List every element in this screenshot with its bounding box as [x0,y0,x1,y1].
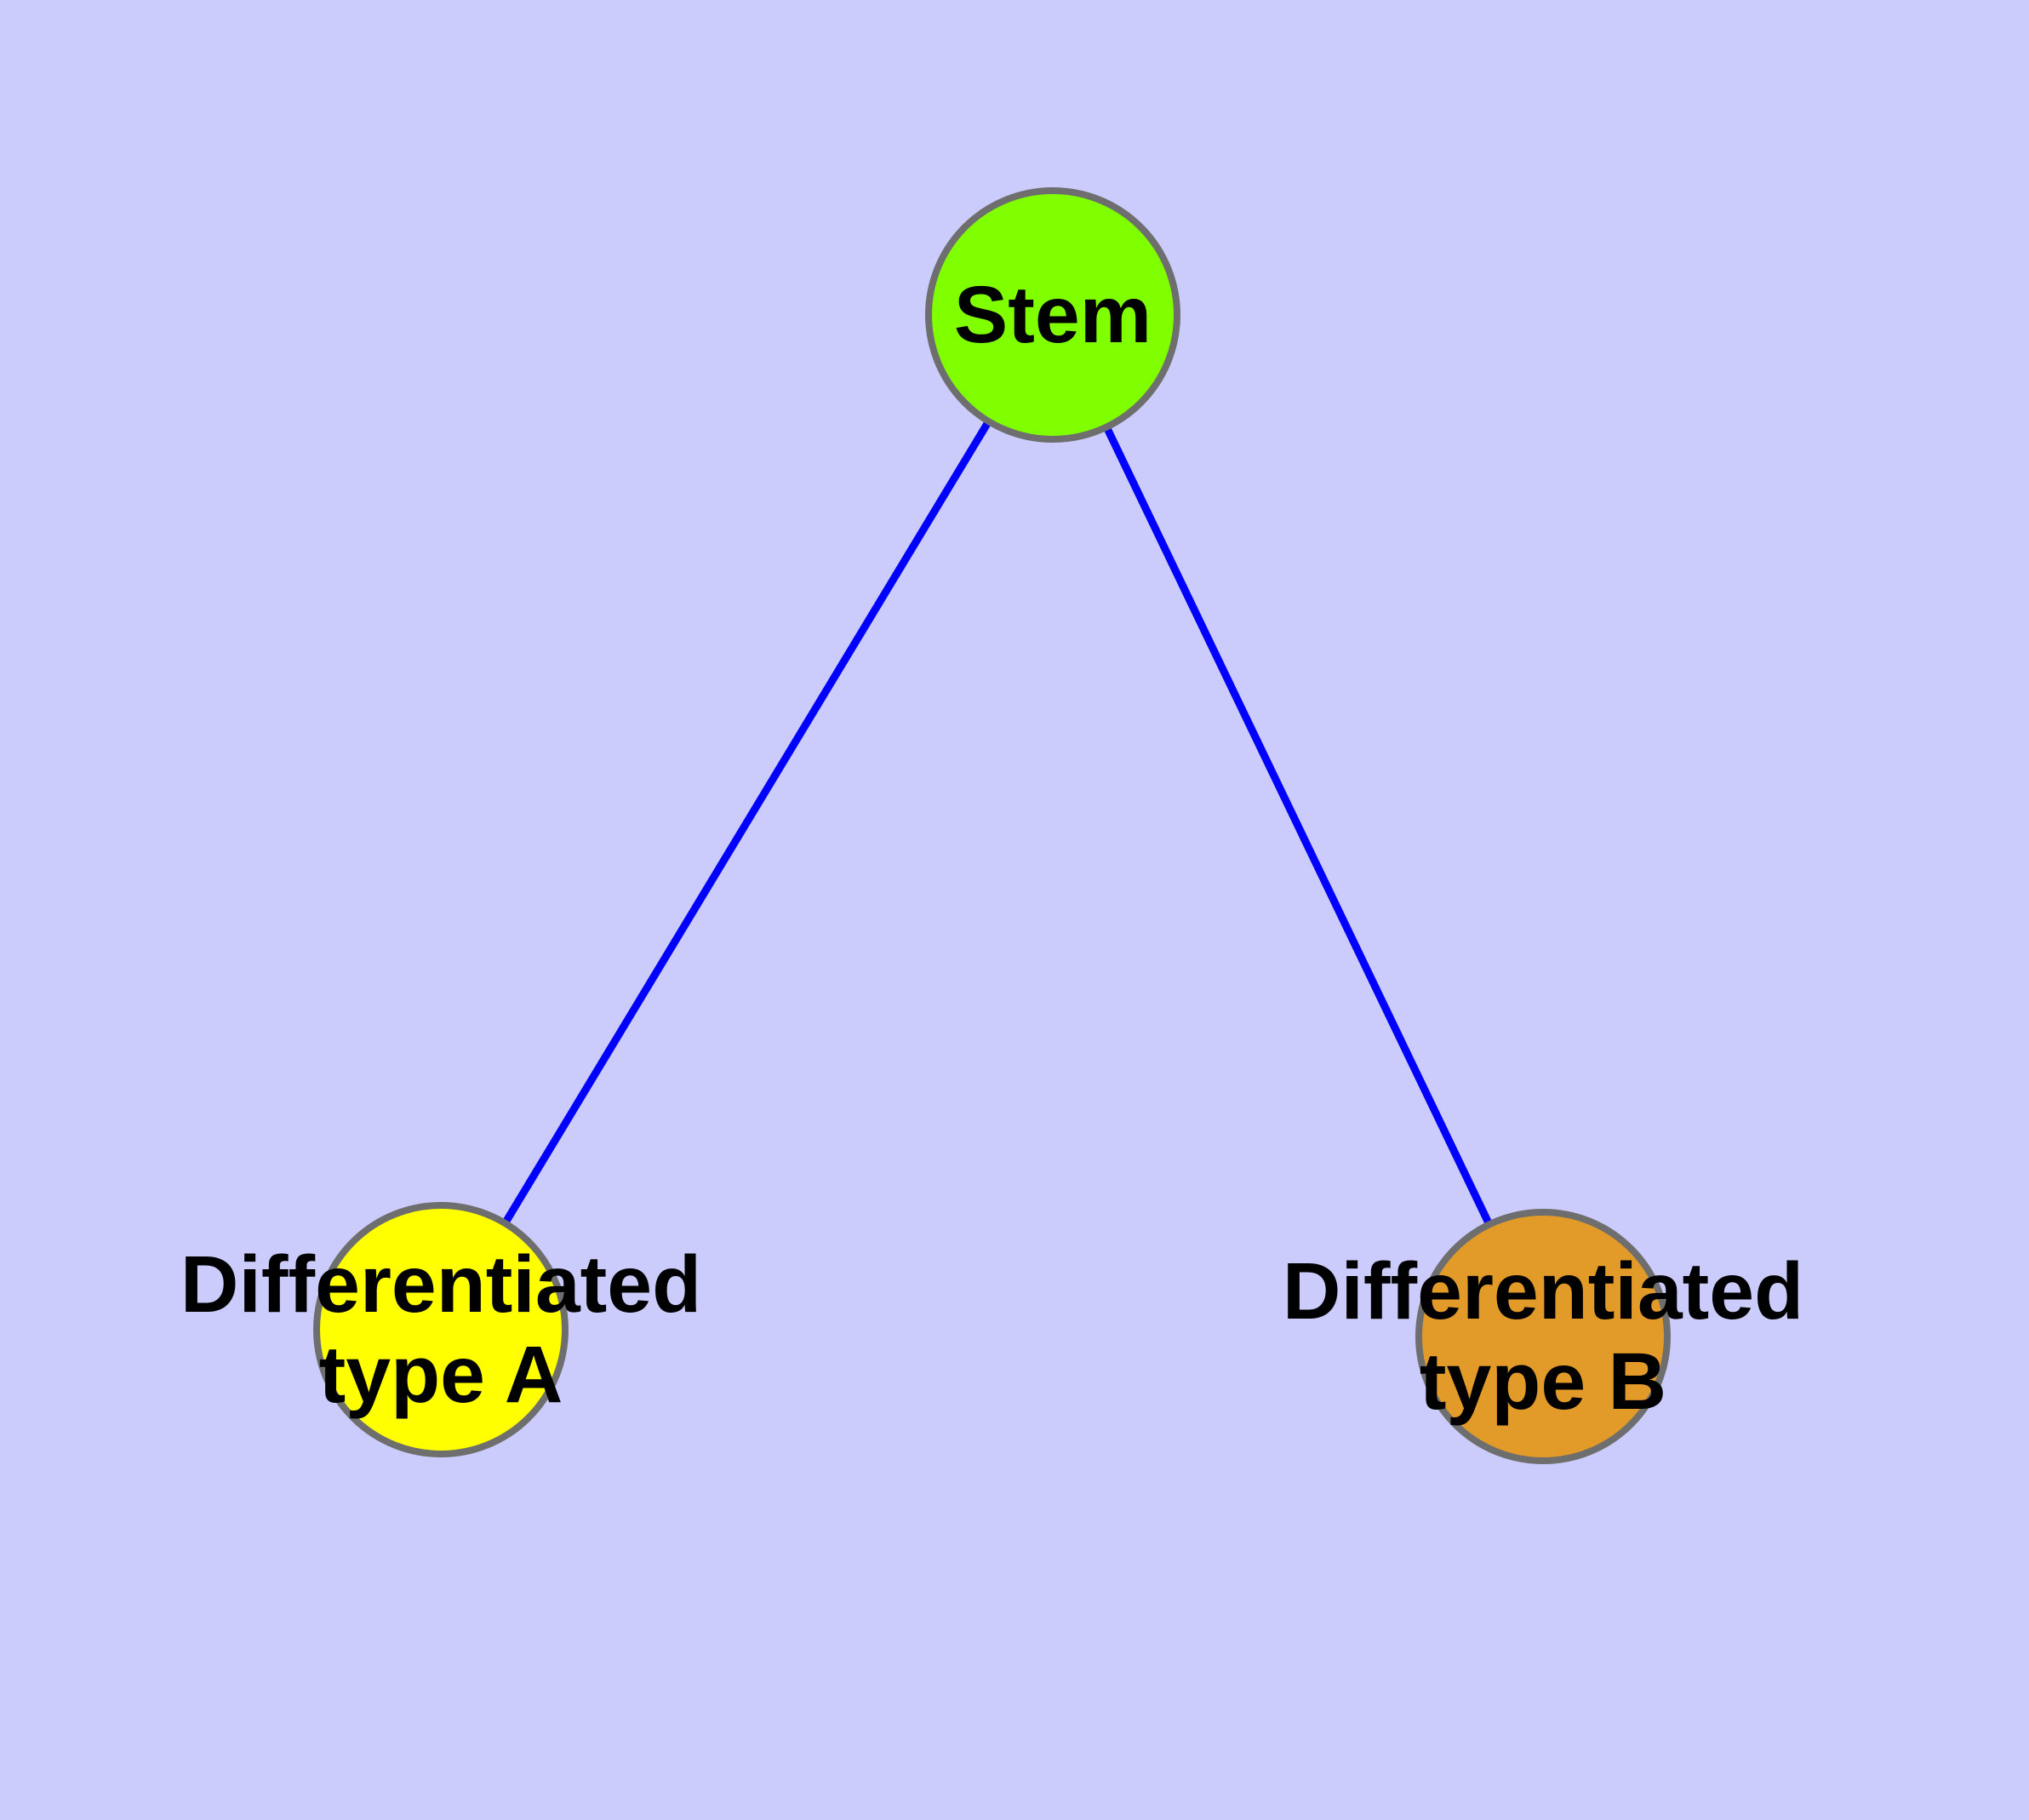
edge-stem-to-diff-b[interactable] [1049,313,1547,1338]
node-differentiated-type-a[interactable] [313,1202,569,1457]
edge-stem-to-diff-a[interactable] [437,312,1056,1332]
node-differentiated-type-b[interactable] [1415,1209,1671,1464]
node-stem[interactable] [925,187,1180,443]
